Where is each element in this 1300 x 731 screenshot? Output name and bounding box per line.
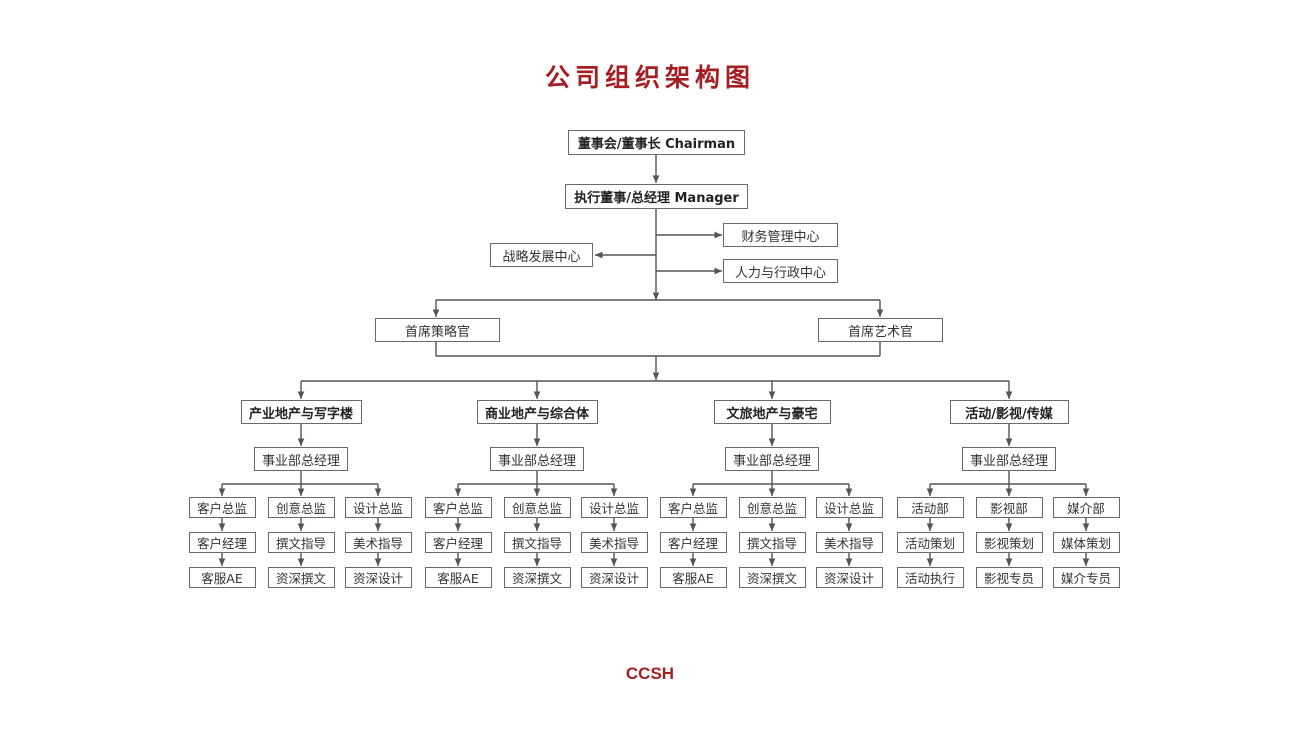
division-4-col-3-role-2: 媒体策划	[1052, 532, 1120, 553]
division-2-col-2-role-3: 资深撰文	[503, 567, 571, 588]
division-1-col-2-role-2: 撰文指导	[267, 532, 335, 553]
division-4-col-2-role-1: 影视部	[975, 497, 1043, 518]
page-title: 公司组织架构图	[544, 63, 755, 92]
division-1-col-1-role-3: 客服AE	[188, 567, 256, 588]
division-3-col-1-role-1: 客户总监	[659, 497, 727, 518]
division-2-gm: 事业部总经理	[490, 447, 584, 471]
division-3-col-1-role-2: 客户经理	[659, 532, 727, 553]
division-4-col-2-role-2: 影视策划	[975, 532, 1043, 553]
footer-brand: CCSH	[625, 664, 675, 683]
division-2-col-2-role-2: 撰文指导	[503, 532, 571, 553]
division-3-col-3-role-2: 美术指导	[815, 532, 883, 553]
division-1-gm: 事业部总经理	[254, 447, 348, 471]
division-3-col-2-role-1: 创意总监	[738, 497, 806, 518]
division-1-col-3-role-1: 设计总监	[344, 497, 412, 518]
division-4-col-1-role-2: 活动策划	[896, 532, 964, 553]
division-2-col-3-role-1: 设计总监	[580, 497, 648, 518]
division-4-gm: 事业部总经理	[962, 447, 1056, 471]
division-2-col-1-role-3: 客服AE	[424, 567, 492, 588]
division-3-col-2-role-3: 资深撰文	[738, 567, 806, 588]
strategy-center-box: 战略发展中心	[490, 243, 593, 267]
chief-strategy-officer-box: 首席策略官	[375, 318, 500, 342]
division-4-head: 活动/影视/传媒	[949, 400, 1069, 424]
division-2-col-1-role-2: 客户经理	[424, 532, 492, 553]
division-3-col-2-role-2: 撰文指导	[738, 532, 806, 553]
division-3-col-3-role-3: 资深设计	[815, 567, 883, 588]
division-1-col-3-role-2: 美术指导	[344, 532, 412, 553]
division-3-col-1-role-3: 客服AE	[659, 567, 727, 588]
division-1-head: 产业地产与写字楼	[240, 400, 362, 424]
division-4-col-2-role-3: 影视专员	[975, 567, 1043, 588]
chief-art-officer-box: 首席艺术官	[818, 318, 943, 342]
division-2-col-1-role-1: 客户总监	[424, 497, 492, 518]
division-1-col-1-role-2: 客户经理	[188, 532, 256, 553]
division-4-col-1-role-1: 活动部	[896, 497, 964, 518]
division-4-col-3-role-1: 媒介部	[1052, 497, 1120, 518]
division-1-col-2-role-1: 创意总监	[267, 497, 335, 518]
division-1-col-2-role-3: 资深撰文	[267, 567, 335, 588]
division-1-col-3-role-3: 资深设计	[344, 567, 412, 588]
division-3-head: 文旅地产与豪宅	[713, 400, 831, 424]
finance-center-box: 财务管理中心	[723, 223, 838, 247]
division-4-col-1-role-3: 活动执行	[896, 567, 964, 588]
division-1-col-1-role-1: 客户总监	[188, 497, 256, 518]
division-2-head: 商业地产与综合体	[476, 400, 598, 424]
chairman-box: 董事会/董事长 Chairman	[568, 130, 745, 155]
division-3-gm: 事业部总经理	[725, 447, 819, 471]
division-2-col-3-role-3: 资深设计	[580, 567, 648, 588]
manager-box: 执行董事/总经理 Manager	[565, 184, 748, 209]
division-4-col-3-role-3: 媒介专员	[1052, 567, 1120, 588]
division-2-col-2-role-1: 创意总监	[503, 497, 571, 518]
hr-center-box: 人力与行政中心	[723, 259, 838, 283]
division-3-col-3-role-1: 设计总监	[815, 497, 883, 518]
division-2-col-3-role-2: 美术指导	[580, 532, 648, 553]
